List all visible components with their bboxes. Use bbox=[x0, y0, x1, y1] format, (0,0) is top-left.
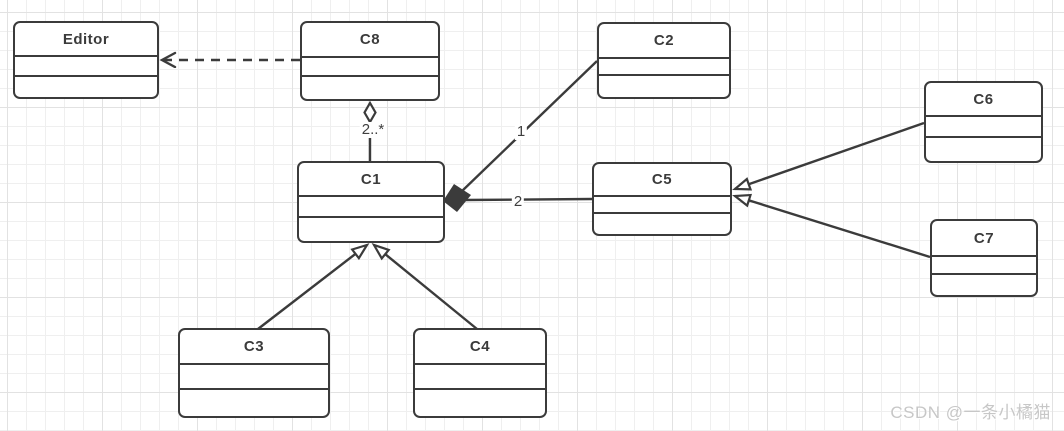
class-operations-compartment bbox=[926, 138, 1041, 161]
class-title: C4 bbox=[415, 330, 545, 365]
composition-diamond[interactable] bbox=[443, 184, 471, 212]
edge-c5-to-c1-composition[interactable] bbox=[463, 197, 593, 202]
class-box-c8[interactable]: C8 bbox=[300, 21, 440, 101]
class-operations-compartment bbox=[299, 218, 443, 241]
class-box-c7[interactable]: C7 bbox=[930, 219, 1038, 297]
class-title: C3 bbox=[180, 330, 328, 365]
class-operations-compartment bbox=[932, 275, 1036, 295]
watermark: CSDN @一条小橘猫 bbox=[890, 403, 1051, 422]
edge-label-c1-to-c8-aggregation: 2..* bbox=[359, 121, 387, 138]
class-box-c1[interactable]: C1 bbox=[297, 161, 445, 243]
class-box-c3[interactable]: C3 bbox=[178, 328, 330, 418]
class-operations-compartment bbox=[599, 76, 729, 97]
class-attributes-compartment bbox=[926, 117, 1041, 138]
class-box-c4[interactable]: C4 bbox=[413, 328, 547, 418]
class-operations-compartment bbox=[180, 390, 328, 416]
class-attributes-compartment bbox=[302, 58, 438, 77]
class-operations-compartment bbox=[15, 77, 157, 97]
class-attributes-compartment bbox=[599, 59, 729, 76]
class-operations-compartment bbox=[302, 77, 438, 99]
edge-c2-to-c1-composition[interactable] bbox=[460, 60, 598, 193]
class-title: C2 bbox=[599, 24, 729, 59]
class-attributes-compartment bbox=[299, 197, 443, 218]
class-operations-compartment bbox=[594, 214, 730, 234]
class-title: C8 bbox=[302, 23, 438, 58]
class-title: C5 bbox=[594, 164, 730, 197]
class-box-c5[interactable]: C5 bbox=[592, 162, 732, 236]
edge-label-c5-to-c1-composition: 2 bbox=[511, 193, 525, 210]
edge-c4-to-c1-generalization[interactable] bbox=[374, 245, 478, 330]
class-attributes-compartment bbox=[594, 197, 730, 214]
class-title: C6 bbox=[926, 83, 1041, 117]
class-title: C1 bbox=[299, 163, 443, 197]
class-attributes-compartment bbox=[180, 365, 328, 390]
edge-c6-to-c5-generalization[interactable] bbox=[735, 121, 925, 189]
class-attributes-compartment bbox=[15, 57, 157, 77]
class-box-editor[interactable]: Editor bbox=[13, 21, 159, 99]
edge-c3-to-c1-generalization[interactable] bbox=[257, 245, 367, 330]
class-box-c2[interactable]: C2 bbox=[597, 22, 731, 99]
class-operations-compartment bbox=[415, 390, 545, 416]
edge-c7-to-c5-generalization[interactable] bbox=[735, 196, 931, 259]
class-attributes-compartment bbox=[415, 365, 545, 390]
class-box-c6[interactable]: C6 bbox=[924, 81, 1043, 163]
class-title: Editor bbox=[15, 23, 157, 57]
edge-label-c2-to-c1-composition: 1 bbox=[514, 123, 528, 140]
class-title: C7 bbox=[932, 221, 1036, 257]
class-attributes-compartment bbox=[932, 257, 1036, 275]
